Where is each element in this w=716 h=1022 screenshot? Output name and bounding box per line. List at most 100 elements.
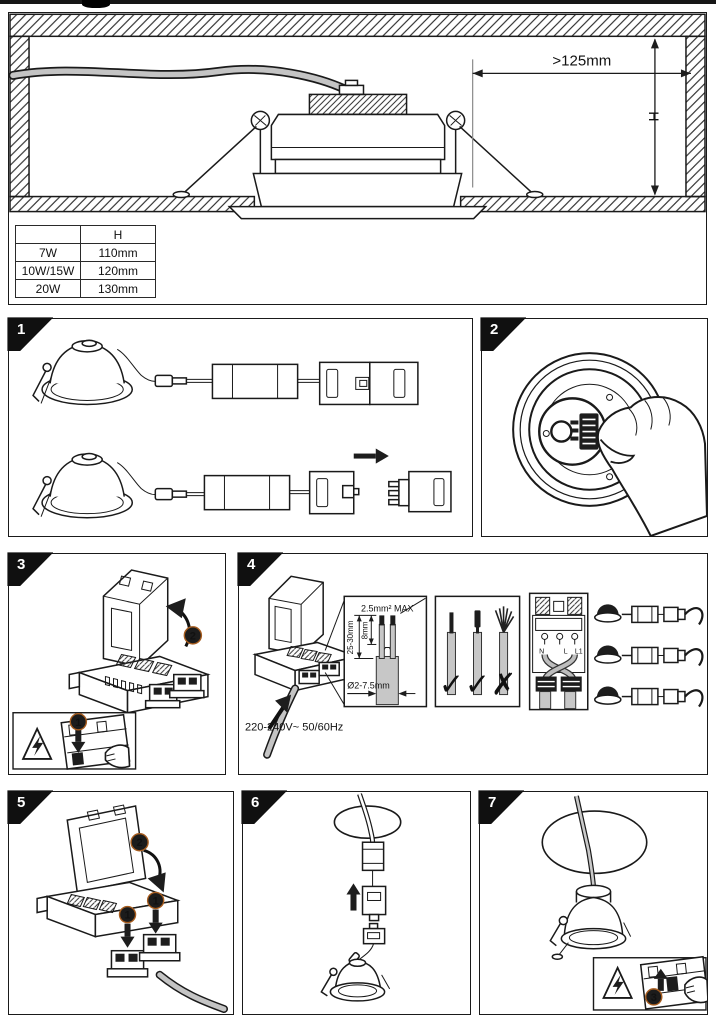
scan-artifact-top [0,0,716,4]
switch-off-arrow: 1 [69,713,88,753]
electric-warning-icon [21,726,53,760]
conductor-strip-dim: 8mm [360,615,377,645]
power-on-badge: 3 [651,992,657,1004]
step-number: 3 [17,556,26,573]
terminal-label-l: L [564,648,568,655]
insert-arrow-right: 1 [146,891,165,934]
ceiling-hole [541,810,648,875]
wire-solid [446,612,456,696]
cable-diameter-label: Ø2-7.5mm [347,681,390,691]
downlight [320,958,391,1002]
step-number: 4 [247,556,256,573]
step2-drawing [512,352,707,536]
wire-frayed [494,606,515,696]
mains-cable [9,64,350,94]
model-cell: 20W [15,279,81,298]
outgoing-cable [155,970,228,1013]
mains-rating-label: 220-240V~ 50/60Hz [245,722,343,734]
ceiling-cross-section-panel: >125mm H H 7W 110mm 10W/15W 120mm [8,12,707,305]
cable-and-driver [116,348,320,400]
ceiling-hole [333,805,402,840]
downlight-assembled [32,452,134,519]
step6-drawing [320,793,402,1002]
strip-length-label: 25-30mm [346,620,355,654]
connector-separated [116,448,452,515]
open-lid-arrow: 2 [165,598,203,648]
terminal-label-l1: L1 [575,648,583,655]
height-spec-table: H 7W 110mm 10W/15W 120mm 20W 130mm [15,225,156,298]
step1-panel: 1 [7,317,473,537]
step2-panel: 2 [480,317,708,537]
height-cell: 130mm [80,279,156,298]
junction-box-small [252,575,360,759]
spring-clip-left [172,110,271,199]
step3-panel: 3 [7,552,226,775]
step-number: 2 [490,321,499,338]
power-on-inset: 3 [592,955,707,1011]
connector-lower-half [362,922,386,945]
terminal-label-n: N [539,648,544,655]
recessed-downlight-side-view [172,79,544,220]
close-lid-badge: 2 [137,837,143,849]
unplug-arrow [353,448,389,464]
cable-into-hole [573,795,597,887]
step1-drawing [32,339,452,519]
plug-up-arrow [346,883,361,911]
terminal-screws [541,632,579,645]
max-cross-section-label: 2.5mm² MAX [361,603,414,613]
step-number: 5 [17,794,26,811]
step7-drawing: 3 [541,795,707,1011]
strip-detail-box: 2.5mm² MAX 25-30mm [343,595,428,708]
model-cell: 7W [15,243,81,262]
height-cell: 110mm [80,243,156,262]
scan-artifact-blob [82,0,110,8]
insert-arrow-left: 1 [118,905,137,948]
header-h: H [80,225,156,244]
check-mark: ✓ [465,669,490,702]
check-mark: ✓ [439,669,464,702]
switch-on-arrow: 3 [645,968,668,1006]
joist-structure [9,13,706,213]
cable-diameter-dim: Ø2-7.5mm [347,681,416,697]
insert-cable-arrow [267,694,292,730]
daisy-chain [594,604,704,708]
conductor-strip-label: 8mm [360,621,369,639]
step4-drawing: 220-240V~ 50/60Hz 2.5mm² MAX 25-30mm [245,575,704,759]
insert-badge: 1 [153,896,159,908]
power-off-badge: 1 [75,717,81,729]
close-lid-arrow: 2 [130,832,166,893]
height-label: H [646,111,662,121]
wago-connector [138,933,181,962]
table-row: 20W 130mm [15,279,156,298]
table-row: 10W/15W 120mm [15,261,156,280]
table-row: 7W 110mm [15,243,156,262]
connector-upper-half [361,885,387,922]
electric-warning-icon [602,965,634,999]
chain-light-row [594,604,704,626]
step5-drawing: 2 1 1 [36,804,228,1013]
hanging-driver [357,793,385,887]
step3-drawing: 2 [12,569,211,770]
step-number: 1 [17,321,26,338]
step-number: 6 [251,794,260,811]
chain-light-row [594,686,704,708]
ceiling-cross-section-drawing: >125mm H [9,13,706,220]
model-cell: 10W/15W [15,261,81,280]
insert-badge: 1 [124,910,130,922]
height-cell: 120mm [80,261,156,280]
wire-types-box: ✓ ✓ ✗ [434,595,521,708]
height-dimension: H [646,38,662,196]
power-off-inset: 1 [12,712,137,770]
cct-switch [570,413,599,450]
downlight-assembled [32,339,134,406]
step5-panel: 5 2 [7,790,234,1015]
step6-panel: 6 [241,790,471,1015]
spring-clip-right [445,110,544,199]
header-blank [15,225,81,244]
step4-panel: 4 [237,552,708,775]
wago-connector [168,673,205,699]
step-number: 7 [488,794,497,811]
chain-light-row [594,645,704,667]
wago-connector [144,683,181,709]
